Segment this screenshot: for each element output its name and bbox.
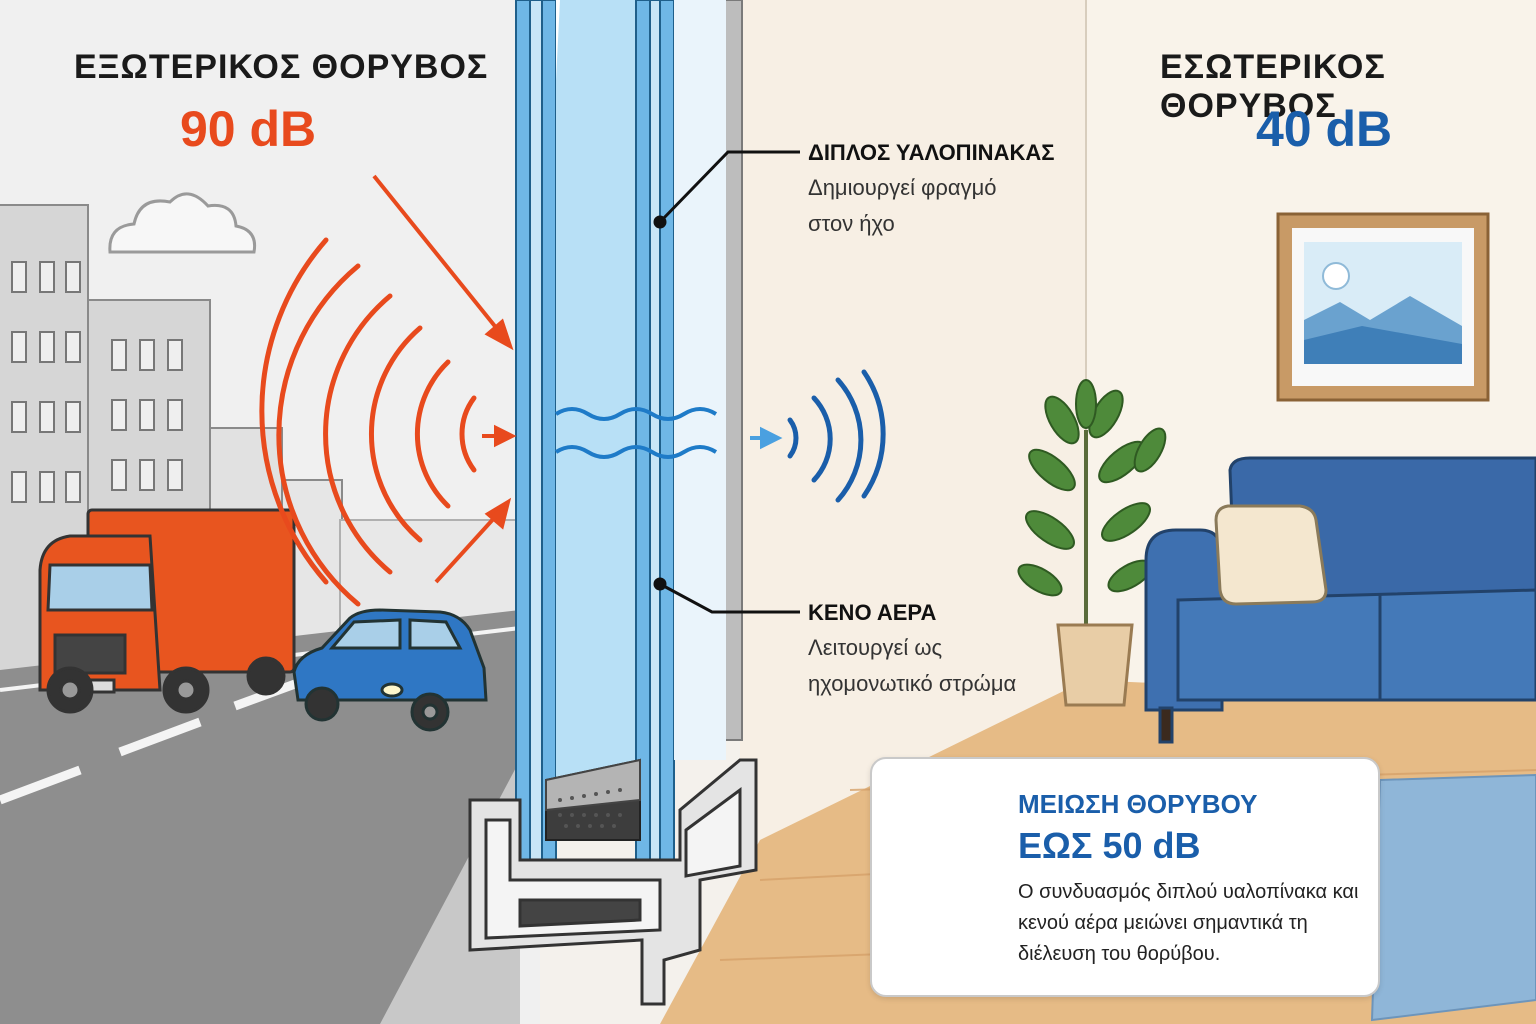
spacer-bar (545, 758, 641, 841)
glass-callout-title: ΔΙΠΛΟΣ ΥΑΛΟΠΙΝΑΚΑΣ (808, 140, 1055, 165)
air-callout-line2: ηχομονωτικό στρώμα (808, 671, 1017, 696)
reduction-title: ΜΕΙΩΣΗ ΘΟΡΥΒΟΥ (1018, 789, 1258, 819)
reduction-description: Ο συνδυασμός διπλού υαλοπίνακα και κενού… (1018, 881, 1359, 965)
indoor-sound-waves (787, 369, 886, 503)
car-icon (292, 608, 488, 732)
indoor-noise-title: ΕΣΩΤΕΡΙΚΟΣ ΘΟΡΥΒΟΣ (1160, 48, 1386, 125)
window-frame-profile (468, 758, 758, 1006)
callout-lines (653, 150, 800, 614)
glass-callout-line1: Δημιουργεί φραγμό (808, 175, 997, 200)
building-windows (11, 261, 183, 503)
cloud-icon (108, 192, 257, 254)
sofa-icon (1144, 456, 1536, 744)
air-callout-title: ΚΕΝΟ ΑΕΡΑ (808, 600, 937, 625)
double-glazing-unit (515, 0, 726, 861)
gap-sound-waves (554, 407, 718, 459)
indoor-arrow (750, 426, 783, 450)
potted-plant-icon (1017, 379, 1167, 707)
indoor-noise-level: 40 dB (1256, 101, 1393, 157)
glass-callout-line2: στον ήχο (808, 211, 895, 236)
reduction-amount: ΕΩΣ 50 dB (1018, 825, 1201, 866)
wall-picture (1276, 212, 1490, 402)
outdoor-noise-level: 90 dB (180, 101, 317, 157)
outdoor-sound-waves (259, 237, 477, 607)
air-callout-line1: Λειτουργεί ως (808, 635, 943, 660)
rug (1370, 773, 1536, 1022)
outdoor-noise-title: ΕΞΩΤΕΡΙΚΟΣ ΘΟΡΥΒΟΣ (74, 48, 489, 86)
outdoor-arrows (372, 174, 517, 584)
noise-reduction-box: ΜΕΙΩΣΗ ΘΟΡΥΒΟΥ ΕΩΣ 50 dB Ο συνδυασμός δι… (870, 757, 1380, 997)
truck-icon (38, 508, 296, 714)
road (0, 610, 520, 1024)
